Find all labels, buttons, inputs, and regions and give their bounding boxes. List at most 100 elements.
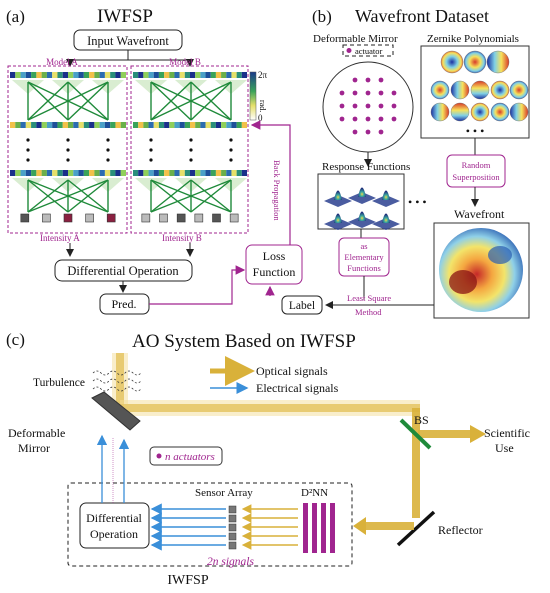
phase-cell	[231, 72, 237, 78]
diffraction-connection	[27, 81, 69, 121]
label-box	[281, 295, 323, 315]
phase-cell	[221, 122, 227, 128]
phase-cell	[20, 170, 26, 176]
layer-ellipsis-dot	[106, 138, 110, 142]
phase-cell	[190, 72, 196, 78]
phase-cell	[179, 122, 185, 128]
diffraction-connection	[150, 81, 192, 121]
phase-cell	[210, 72, 216, 78]
actuator-dot	[391, 116, 397, 122]
phase-cell	[169, 122, 175, 128]
phase-cell	[143, 72, 149, 78]
phase-cell	[143, 170, 149, 176]
phase-cell	[184, 72, 190, 78]
actuator-dot	[339, 90, 345, 96]
phase-cell	[158, 170, 165, 176]
zernike-mode	[509, 80, 529, 100]
down-beam	[412, 408, 420, 518]
main-beam-glow	[120, 400, 420, 416]
phase-cell	[15, 122, 21, 128]
zernike-mode	[486, 50, 510, 74]
actuator-dot	[352, 103, 358, 109]
random-superposition-line2: Superposition	[452, 172, 500, 182]
phase-cell	[210, 122, 216, 128]
scientific-use-line2: Use	[495, 441, 514, 455]
phase-cell	[133, 170, 139, 176]
zernike-mode	[450, 80, 470, 100]
phase-cell	[200, 170, 206, 176]
zernike-mode	[470, 102, 490, 122]
actuator-dot	[365, 129, 371, 135]
response-base	[324, 195, 352, 207]
phase-cell	[195, 170, 201, 176]
phase-cell	[99, 72, 105, 78]
model-b-container	[130, 65, 249, 234]
detector-square	[42, 213, 51, 223]
layer-ellipsis-dot	[229, 158, 233, 162]
phase-cell	[104, 170, 111, 176]
sensor-pixel	[228, 541, 237, 550]
layer-ellipsis-dot	[229, 138, 233, 142]
deformable-mirror-label: Deformable Mirror	[313, 33, 398, 45]
turbulence-wave-3	[92, 386, 142, 392]
detector-square	[141, 213, 151, 223]
phase-cell	[143, 122, 149, 128]
reflected-beam-head	[353, 517, 366, 535]
phase-cell	[78, 170, 84, 176]
actuator-grid	[339, 77, 397, 135]
phase-cell	[221, 170, 227, 176]
scale-unit-label: rad.	[258, 100, 267, 112]
phase-cell	[241, 72, 247, 78]
phase-cell	[10, 122, 16, 128]
pred-label: Pred.	[112, 297, 137, 311]
model-a-container	[7, 65, 128, 234]
phase-cell	[236, 122, 242, 128]
phase-cell	[164, 72, 170, 78]
actuator-legend-text: actuator	[355, 46, 383, 56]
zernike-mode	[509, 102, 529, 122]
phase-cell	[200, 122, 206, 128]
response-functions-label: Response Functions	[322, 161, 410, 173]
phase-cell	[148, 122, 154, 128]
phase-cell	[110, 122, 116, 128]
phase-cell	[236, 72, 242, 78]
phase-cell	[221, 72, 227, 78]
phase-cell	[20, 72, 26, 78]
phase-cell	[241, 122, 247, 128]
scale-bottom-label: 0	[258, 113, 263, 123]
phase-cell	[169, 72, 175, 78]
phase-cell	[10, 170, 16, 176]
detector-square	[63, 213, 73, 223]
phase-cell	[184, 170, 190, 176]
detector-square	[194, 213, 204, 223]
wavefront-image	[439, 228, 523, 312]
layer-ellipsis-dot	[26, 148, 30, 152]
zernike-mode	[490, 80, 510, 100]
phase-cell	[31, 122, 37, 128]
phase-cell	[241, 170, 247, 176]
wavefront-label: Wavefront	[454, 207, 505, 221]
phase-cell	[104, 122, 111, 128]
scale-top-label: 2π	[258, 70, 268, 80]
phase-cell	[120, 170, 126, 176]
phase-cell	[83, 122, 90, 128]
phase-cell	[215, 170, 222, 176]
phase-cell	[115, 122, 121, 128]
differential-operation-label: Differential Operation	[67, 264, 179, 278]
n-actuators-dot	[156, 453, 162, 459]
phase-cell	[158, 72, 165, 78]
phase-cell	[210, 170, 216, 176]
zernike-mode	[490, 102, 510, 122]
layer-ellipsis-dot	[189, 138, 193, 142]
phase-cell	[83, 72, 90, 78]
iwfsp-label: IWFSP	[167, 573, 208, 588]
detector-square	[20, 213, 30, 223]
detector-square	[229, 213, 239, 223]
diffractive-network-layers	[10, 72, 247, 223]
phase-cell	[41, 72, 47, 78]
phase-cell	[226, 170, 232, 176]
actuator-dot	[378, 90, 384, 96]
sensor-pixel	[228, 523, 237, 532]
sensor-pixel	[228, 532, 237, 541]
